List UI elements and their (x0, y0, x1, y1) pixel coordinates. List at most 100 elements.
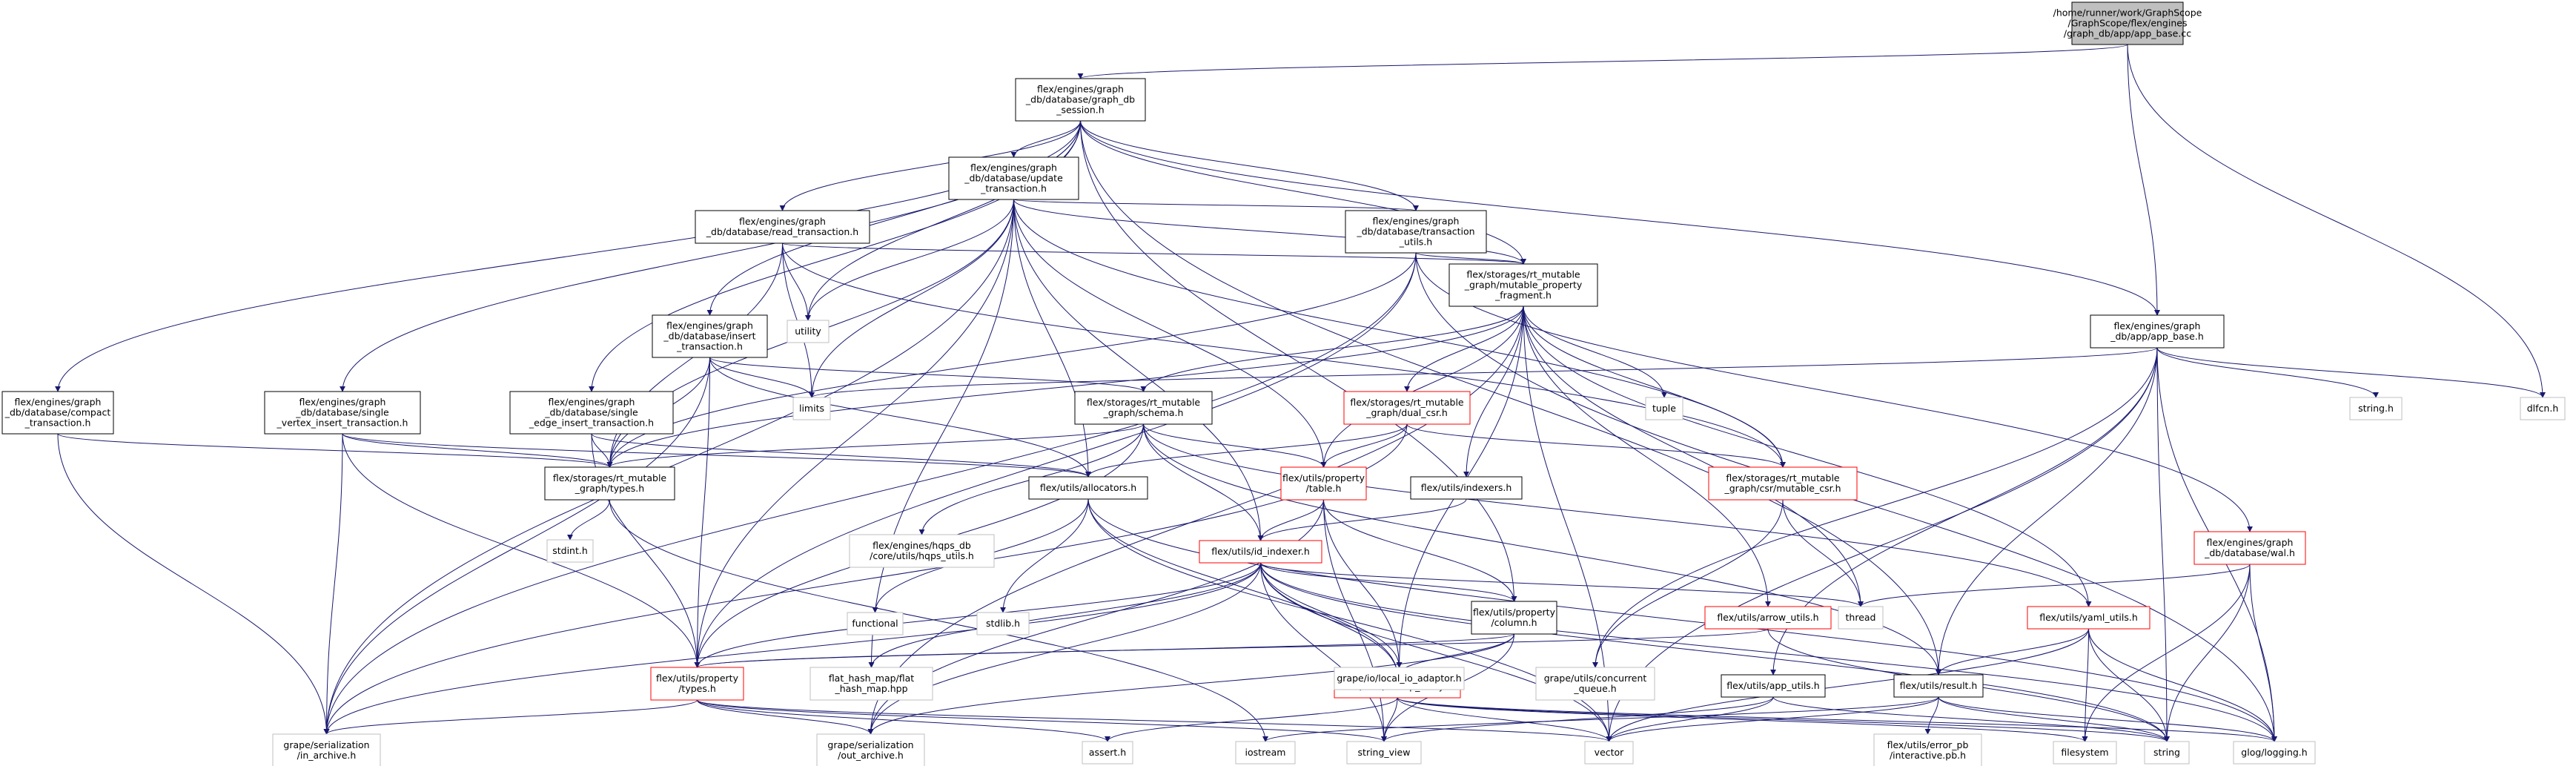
include-edge-result-to-string (1938, 696, 2170, 742)
include-edge-mmap_array-to-string (1397, 697, 2170, 742)
node-schema[interactable]: flex/storages/rt_mutable_graph/schema.h (1074, 391, 1213, 425)
node-label-line: grape/io/local_io_adaptor.h (1337, 673, 1461, 684)
include-edge-insert_txn-to-schema (709, 357, 1147, 392)
node-box (2090, 314, 2225, 349)
node-stdint: stdint.h (546, 539, 594, 563)
include-edge-compact_txn-to-in_archive (57, 433, 330, 735)
node-box (1535, 667, 1655, 701)
node-box (695, 210, 870, 244)
include-edge-mmap_array-to-vector (1397, 697, 1612, 742)
node-box (849, 534, 995, 568)
node-prop_types[interactable]: flex/utils/property/types.h (650, 667, 744, 701)
node-dual_csr[interactable]: flex/storages/rt_mutable_graph/dual_csr.… (1343, 391, 1471, 425)
include-edge-id_indexer-to-vector (1260, 562, 1612, 742)
node-functional: functional (847, 612, 904, 635)
node-label-line: _edge_insert_transaction.h (529, 417, 654, 429)
node-insert_txn[interactable]: flex/engines/graph_db/database/insert_tr… (652, 314, 768, 358)
node-label-line: /types.h (678, 683, 716, 694)
include-edge-mpf-to-dual_csr (1404, 306, 1524, 392)
include-edge-mmap_array-to-glog (1397, 697, 2277, 742)
node-label-line: tuple (1652, 403, 1676, 414)
include-edge-id_indexer-to-string (1260, 562, 2170, 742)
node-box (2233, 741, 2316, 765)
node-error_pb: flex/utils/error_pb/interactive.pb.h (1873, 733, 1982, 766)
node-label-line: flex/storages/rt_mutable (1350, 397, 1464, 408)
node-label-line: _fragment.h (1494, 290, 1552, 301)
node-in_archive: grape/serialization/in_archive.h (272, 733, 381, 766)
node-label-line: thread (1846, 612, 1876, 623)
include-edge-session-to-result (1080, 120, 1941, 676)
include-edge-id_indexer-to-thread (1260, 562, 1864, 607)
node-box (544, 466, 675, 501)
include-edge-mpf-to-arrow_utils (1523, 306, 1771, 607)
node-label-line: string (2153, 747, 2180, 758)
include-edge-txn_utils-to-mpf (1415, 252, 1526, 265)
node-label-line: flex/engines/graph (1373, 216, 1460, 227)
node-compact_txn[interactable]: flex/engines/graph_db/database/compact_t… (1, 391, 114, 435)
node-prop_column[interactable]: flex/utils/property/column.h (1471, 601, 1557, 635)
node-root[interactable]: /home/runner/work/GraphScope/GraphScope/… (2053, 1, 2202, 45)
include-edge-update_txn-to-flat_hash_map (868, 199, 1014, 668)
node-label-line: _db/database/single (544, 407, 638, 418)
node-tuple: tuple (1645, 397, 1683, 420)
node-box (1346, 741, 1422, 765)
node-label-line: flex/engines/graph (549, 397, 635, 408)
node-label-line: flex/utils/result.h (1900, 680, 1978, 691)
include-edge-id_indexer-to-prop_column (1260, 562, 1517, 602)
node-label-line: _utils.h (1399, 237, 1432, 248)
node-read_txn[interactable]: flex/engines/graph_db/database/read_tran… (695, 210, 870, 244)
node-mpf[interactable]: flex/storages/rt_mutable_graph/mutable_p… (1448, 263, 1598, 307)
node-label-line: flex/engines/graph (1037, 84, 1124, 95)
include-edge-result-to-vector (1606, 696, 1939, 742)
include-edge-update_txn-to-id_indexer (1013, 199, 1264, 541)
include-edge-indexers-to-id_indexer (1257, 498, 1467, 541)
node-txn_utils[interactable]: flex/engines/graph_db/database/transacti… (1345, 210, 1487, 254)
node-result[interactable]: flex/utils/result.h (1893, 674, 1984, 698)
node-update_txn[interactable]: flex/engines/graph_db/database/update_tr… (948, 156, 1079, 200)
node-box (1235, 741, 1296, 765)
node-prop_table[interactable]: flex/utils/property/table.h (1280, 466, 1367, 501)
node-label-line: flex/utils/id_indexer.h (1211, 546, 1310, 557)
node-iostream: iostream (1235, 741, 1296, 765)
node-mutable_csr[interactable]: flex/storages/rt_mutable_graph/csr/mutab… (1708, 466, 1858, 501)
node-label-line: _db/database/update (964, 173, 1063, 184)
node-yaml_utils[interactable]: flex/utils/yaml_utils.h (2027, 606, 2150, 630)
node-svi_txn[interactable]: flex/engines/graph_db/database/single_ve… (264, 391, 421, 435)
include-edge-update_txn-to-utility (805, 199, 1014, 321)
node-sei_txn[interactable]: flex/engines/graph_db/database/single_ed… (509, 391, 674, 435)
node-app_base_h[interactable]: flex/engines/graph_db/app/app_base.h (2090, 314, 2225, 349)
node-label-line: flex/engines/graph (299, 397, 386, 408)
node-arrow_utils[interactable]: flex/utils/arrow_utils.h (1704, 606, 1832, 630)
include-edge-mpf-to-rtm_types (606, 306, 1524, 468)
include-edge-prop_types-to-out_archive (697, 699, 874, 735)
include-edge-prop_types-to-in_archive (323, 699, 698, 735)
node-dlfcn: dlfcn.h (2520, 397, 2566, 420)
include-edge-mpf-to-vector (1523, 306, 1612, 742)
node-string_h: string.h (2349, 397, 2403, 420)
node-label-line: flex/storages/rt_mutable (1726, 472, 1840, 483)
node-box (1471, 601, 1557, 635)
node-stdlib: stdlib.h (976, 612, 1030, 635)
include-edge-arrow_utils-to-prop_types (694, 628, 1769, 668)
node-label-line: functional (852, 618, 898, 629)
include-edge-yaml_utils-to-vector (1606, 628, 2089, 742)
node-wal[interactable]: flex/engines/graph_db/database/wal.h (2193, 531, 2306, 565)
node-label-line: flex/storages/rt_mutable (553, 472, 667, 483)
node-app_utils[interactable]: flex/utils/app_utils.h (1721, 674, 1826, 698)
node-allocators[interactable]: flex/utils/allocators.h (1028, 476, 1148, 500)
node-id_indexer[interactable]: flex/utils/id_indexer.h (1199, 540, 1322, 564)
node-box (2144, 741, 2190, 765)
include-edge-wal-to-thread (1858, 564, 2251, 607)
include-edge-session-to-compact_txn (55, 120, 1081, 392)
node-box (264, 391, 421, 435)
node-box (1584, 741, 1634, 765)
node-label-line: _queue.h (1573, 683, 1616, 694)
node-label-line: _db/database/wal.h (2204, 547, 2295, 558)
node-filesystem: filesystem (2053, 741, 2117, 765)
include-edge-insert_txn-to-allocators (709, 357, 1091, 478)
node-session[interactable]: flex/engines/graph_db/database/graph_db_… (1015, 78, 1146, 122)
node-label-line: dlfcn.h (2527, 403, 2559, 414)
node-indexers[interactable]: flex/utils/indexers.h (1410, 476, 1523, 500)
node-rtm_types[interactable]: flex/storages/rt_mutable_graph/types.h (544, 466, 675, 501)
